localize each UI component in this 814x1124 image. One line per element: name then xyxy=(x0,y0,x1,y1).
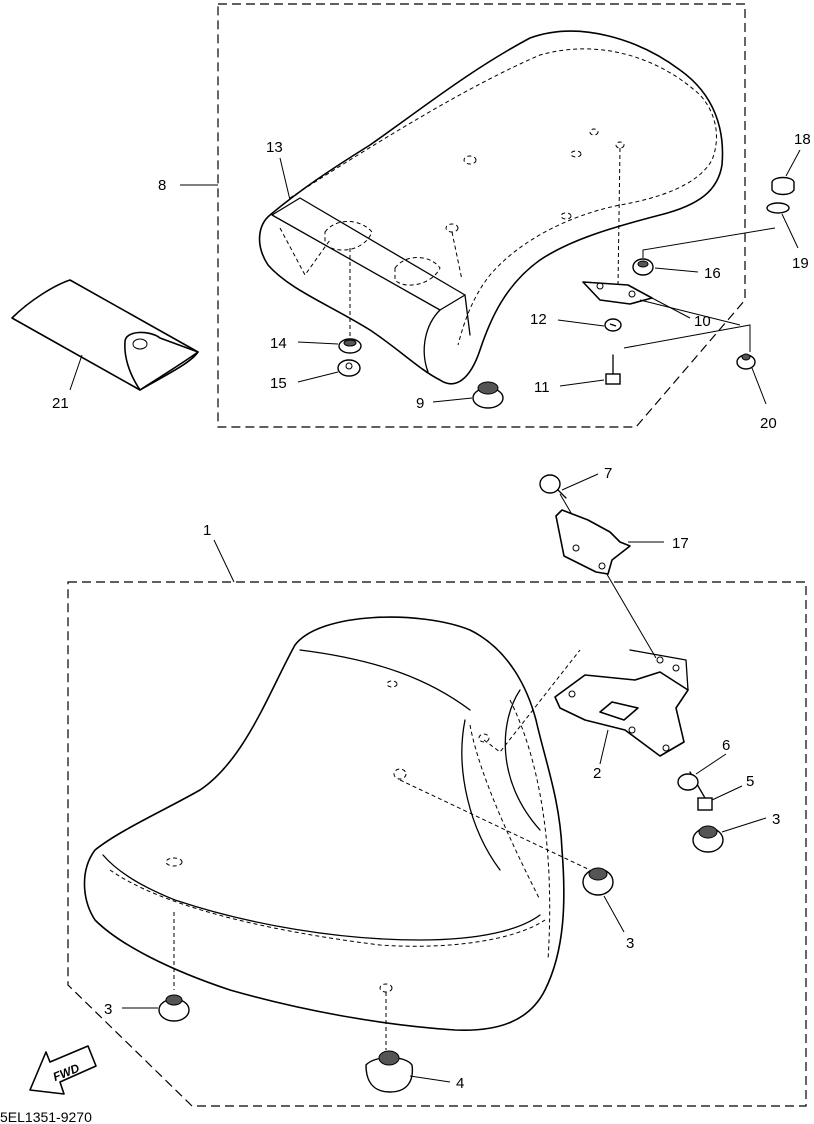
leader-1 xyxy=(213,539,235,583)
leader-14 xyxy=(297,341,339,345)
callout-3c: 3 xyxy=(104,1001,112,1018)
leader-16-19 xyxy=(642,227,776,258)
leader-3b xyxy=(603,895,625,933)
callout-3b: 3 xyxy=(626,935,634,952)
part-17-bracket xyxy=(555,509,631,575)
leader-13 xyxy=(279,157,291,201)
part-11-bolt xyxy=(605,354,621,385)
callout-11: 11 xyxy=(534,379,550,396)
callout-15: 15 xyxy=(270,375,287,392)
leader-3a xyxy=(721,817,767,833)
leader-19 xyxy=(781,213,799,249)
callout-13: 13 xyxy=(266,139,283,156)
part-3-damper-right xyxy=(692,825,724,853)
leader-16 xyxy=(654,267,699,273)
leader-21 xyxy=(69,354,83,391)
part-6-washer xyxy=(677,773,699,791)
part-3-damper-left xyxy=(158,994,190,1022)
leader-15 xyxy=(297,371,339,383)
callout-12: 12 xyxy=(530,311,547,328)
part-15-nut xyxy=(337,359,361,377)
group-box-1 xyxy=(67,581,807,1107)
fwd-arrow: FWD xyxy=(29,1045,97,1095)
callout-4: 4 xyxy=(456,1075,464,1092)
part-9-damper xyxy=(472,381,504,409)
callout-1: 1 xyxy=(203,522,211,539)
part-21-seat-cover xyxy=(11,279,199,391)
leader-2 xyxy=(599,729,609,765)
leader-9 xyxy=(432,397,473,403)
part-14-collar xyxy=(338,338,362,354)
leader-11 xyxy=(559,379,605,387)
passenger-seat xyxy=(258,30,724,385)
part-20-nut xyxy=(736,353,756,370)
leader-5 xyxy=(711,785,743,801)
leader-6 xyxy=(695,753,727,775)
part-4-damper xyxy=(365,1050,414,1093)
callout-6: 6 xyxy=(722,737,730,754)
group-box-8 xyxy=(217,3,746,428)
callout-5: 5 xyxy=(746,773,754,790)
leader-7 xyxy=(561,473,599,491)
leader-20-fork xyxy=(623,299,751,352)
drawing-code: 5EL1351-9270 xyxy=(0,1109,92,1124)
part-19-washer xyxy=(766,202,790,214)
callout-10: 10 xyxy=(694,313,711,330)
callout-16: 16 xyxy=(704,265,721,282)
part-12-washer xyxy=(604,318,622,332)
rider-seat xyxy=(83,616,591,1050)
part-3-damper-middle xyxy=(582,867,614,896)
callout-9: 9 xyxy=(416,395,424,412)
part-16-collar xyxy=(632,258,654,276)
leader-20 xyxy=(751,367,767,405)
callout-2: 2 xyxy=(593,765,601,782)
callout-19: 19 xyxy=(792,255,809,272)
callout-14: 14 xyxy=(270,335,287,352)
leader-4 xyxy=(409,1075,451,1083)
part-18-cap-nut xyxy=(771,176,795,196)
part-7-screw xyxy=(539,474,567,499)
callout-17: 17 xyxy=(672,535,689,552)
leader-18 xyxy=(785,149,801,177)
callout-18: 18 xyxy=(794,131,811,148)
leader-12 xyxy=(557,319,605,327)
callout-8: 8 xyxy=(158,177,166,194)
part-2-bracket xyxy=(554,649,689,757)
part-10-bracket xyxy=(582,281,653,305)
callout-3a: 3 xyxy=(772,811,780,828)
callout-21: 21 xyxy=(52,395,69,412)
callout-20: 20 xyxy=(760,415,777,432)
callout-7: 7 xyxy=(604,465,612,482)
